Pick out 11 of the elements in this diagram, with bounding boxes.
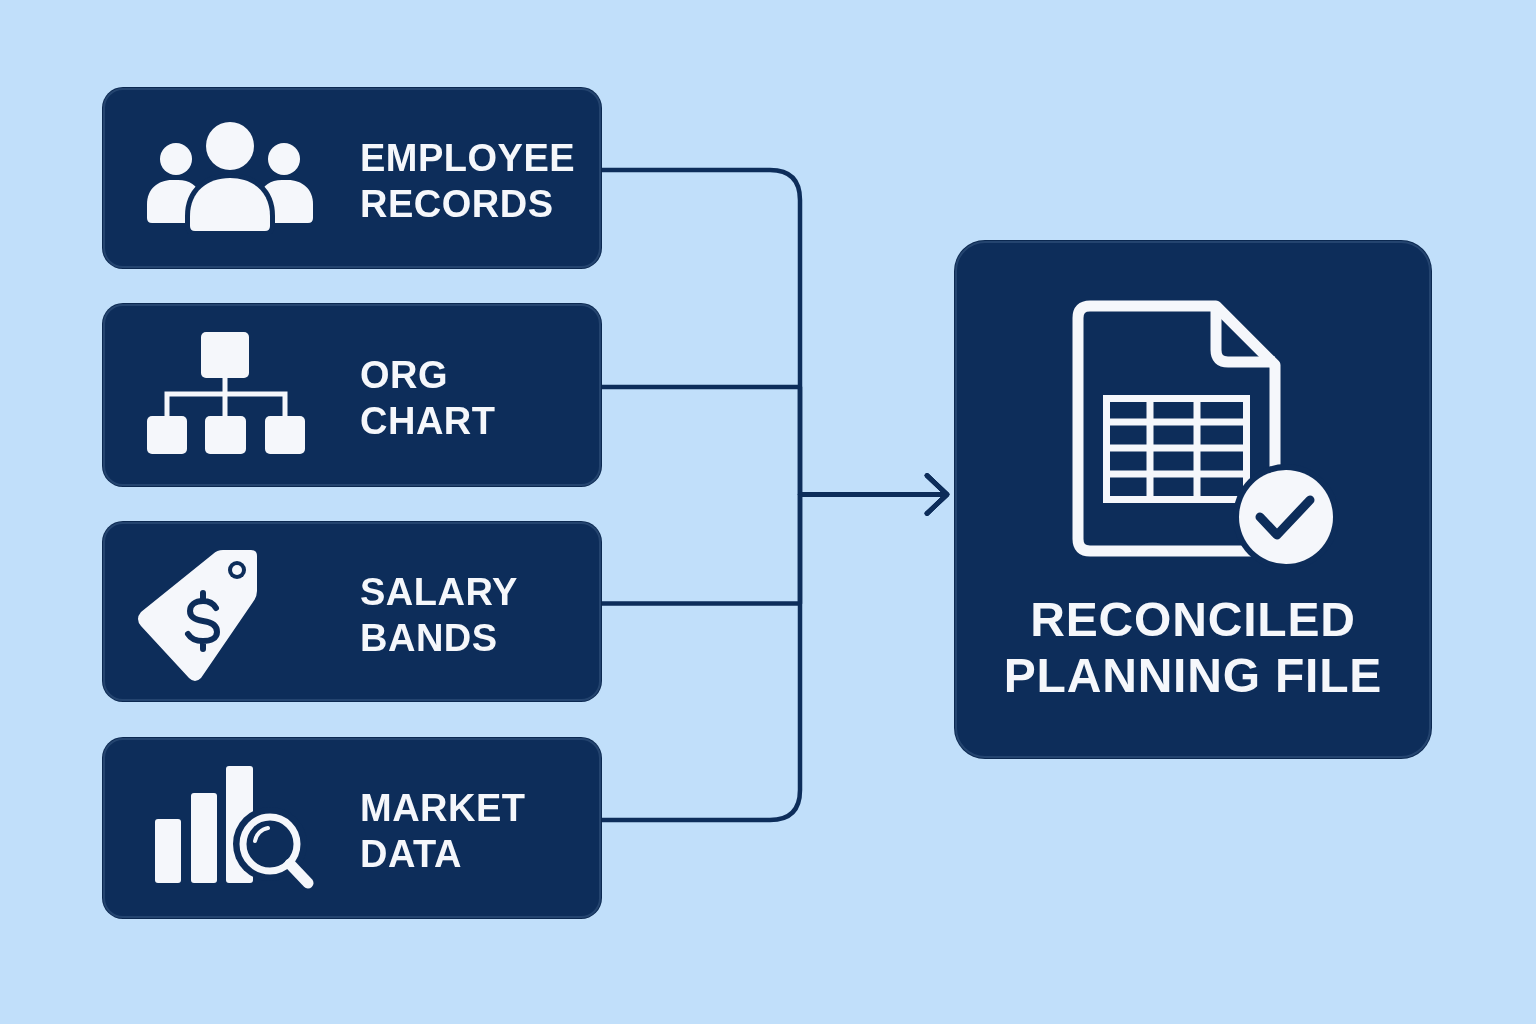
data-source-card <box>103 738 601 918</box>
output-file-card <box>955 241 1431 758</box>
output-title: RECONCILED PLANNING FILE <box>1002 592 1384 704</box>
source-title: EMPLOYEE RECORDS <box>360 136 577 227</box>
connector-arrow <box>601 473 950 823</box>
source-title: MARKET DATA <box>360 786 527 877</box>
data-source-card <box>103 88 601 268</box>
source-title: ORG CHART <box>360 353 497 444</box>
source-title: SALARY BANDS <box>360 569 519 661</box>
data-source-card <box>103 522 601 701</box>
data-source-card <box>103 304 601 486</box>
